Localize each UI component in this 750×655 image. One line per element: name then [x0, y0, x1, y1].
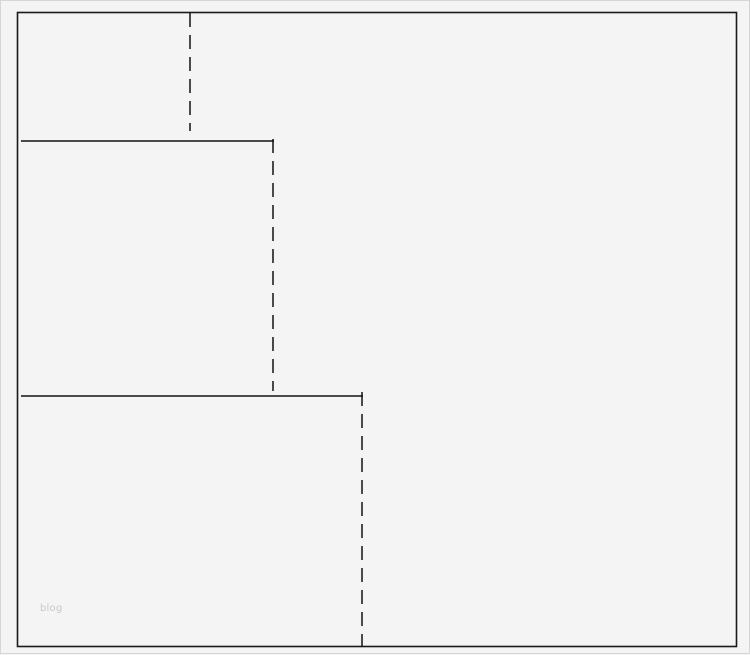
- frame-border: [16, 11, 738, 648]
- watermark-text: blog: [40, 603, 63, 614]
